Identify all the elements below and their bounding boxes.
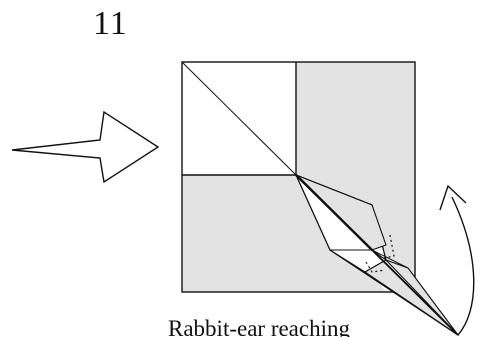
curved-arrow-icon (439, 184, 475, 336)
shaded-region-top-right (296, 62, 415, 292)
diagonal-crease (181, 61, 297, 176)
paper-outline (181, 61, 416, 293)
folded-flap (295, 174, 459, 336)
step-number: 11 (93, 5, 128, 42)
shaded-region-bottom-left (182, 175, 386, 292)
caption: Rabbit-ear reaching (168, 316, 350, 337)
hollow-arrow-right-icon (11, 110, 160, 184)
paper-square (181, 61, 416, 293)
